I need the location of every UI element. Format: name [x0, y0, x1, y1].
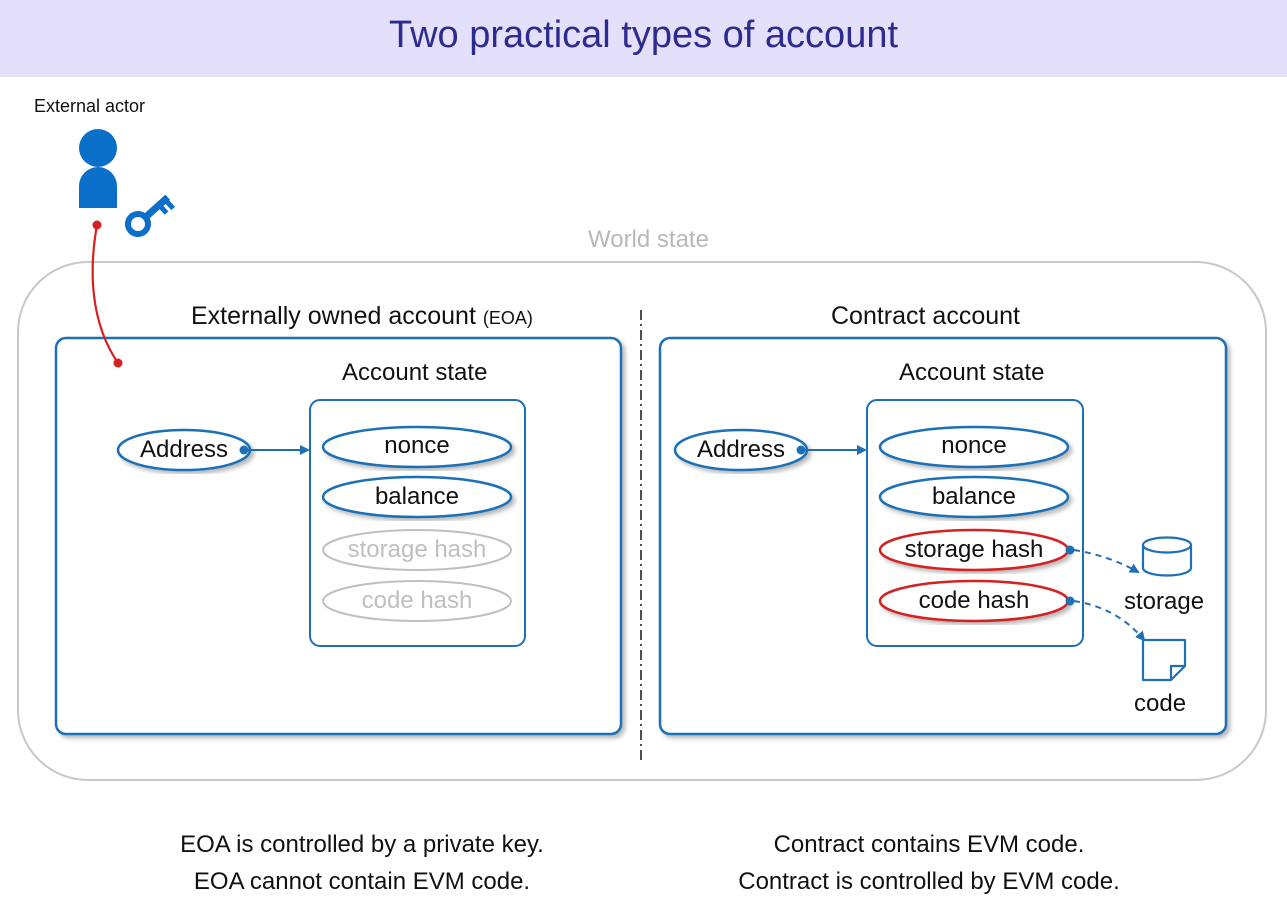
contract-address-dot: [796, 445, 806, 455]
eoa-heading: Externally owned account (EOA): [191, 302, 533, 331]
contract-field-nonce: [878, 425, 1070, 469]
code-label: code: [1134, 690, 1187, 717]
contract-notes: Contract contains EVM code. Contract is …: [679, 826, 1179, 900]
contract-address-label: Address: [696, 436, 786, 463]
eoa-field-nonce: [321, 425, 513, 469]
control-line: [91, 224, 119, 364]
person-icon: [79, 129, 117, 208]
contract-field-balance: [878, 475, 1070, 519]
eoa-field-storage-hash-label: storage hash: [347, 536, 487, 563]
external-actor-label: External actor: [34, 96, 146, 116]
eoa-address-label: Address: [139, 436, 229, 463]
contract-field-nonce-label: nonce: [941, 432, 1007, 459]
eoa-field-balance: [321, 475, 513, 519]
key-icon: [125, 194, 176, 237]
eoa-notes: EOA is controlled by a private key. EOA …: [112, 826, 612, 900]
code-hash-dot: [1065, 596, 1075, 606]
contract-field-balance-label: balance: [931, 483, 1017, 510]
document-icon: [1141, 638, 1187, 682]
eoa-heading-suffix: (EOA): [482, 308, 533, 328]
page-title: Two practical types of account: [388, 14, 899, 56]
contract-field-code-hash-label: code hash: [918, 587, 1030, 614]
contract-field-storage-hash-label: storage hash: [904, 536, 1044, 563]
control-line-end: [113, 358, 123, 368]
eoa-field-balance-label: balance: [374, 483, 460, 510]
eoa-account-state-label: Account state: [342, 359, 488, 386]
contract-heading: Contract account: [831, 302, 1020, 330]
storage-hash-dot: [1065, 545, 1075, 555]
database-icon: [1141, 536, 1193, 577]
eoa-note-1: EOA is controlled by a private key.: [180, 831, 544, 858]
contract-account-state-label: Account state: [899, 359, 1045, 386]
eoa-heading-text: Externally owned account: [191, 302, 476, 330]
world-state-label: World state: [588, 226, 709, 253]
eoa-field-storage-hash: [322, 529, 512, 571]
eoa-field-nonce-label: nonce: [384, 432, 450, 459]
storage-label: storage: [1124, 588, 1205, 615]
eoa-field-code-hash: [322, 580, 512, 622]
eoa-address-dot: [239, 445, 249, 455]
eoa-note-2: EOA cannot contain EVM code.: [193, 868, 531, 895]
title-bar: Two practical types of account: [0, 0, 1287, 77]
contract-note-2: Contract is controlled by EVM code.: [738, 868, 1120, 895]
contract-note-1: Contract contains EVM code.: [773, 831, 1085, 858]
storage-hash-arrow: [1073, 549, 1140, 573]
eoa-field-code-hash-label: code hash: [361, 587, 473, 614]
